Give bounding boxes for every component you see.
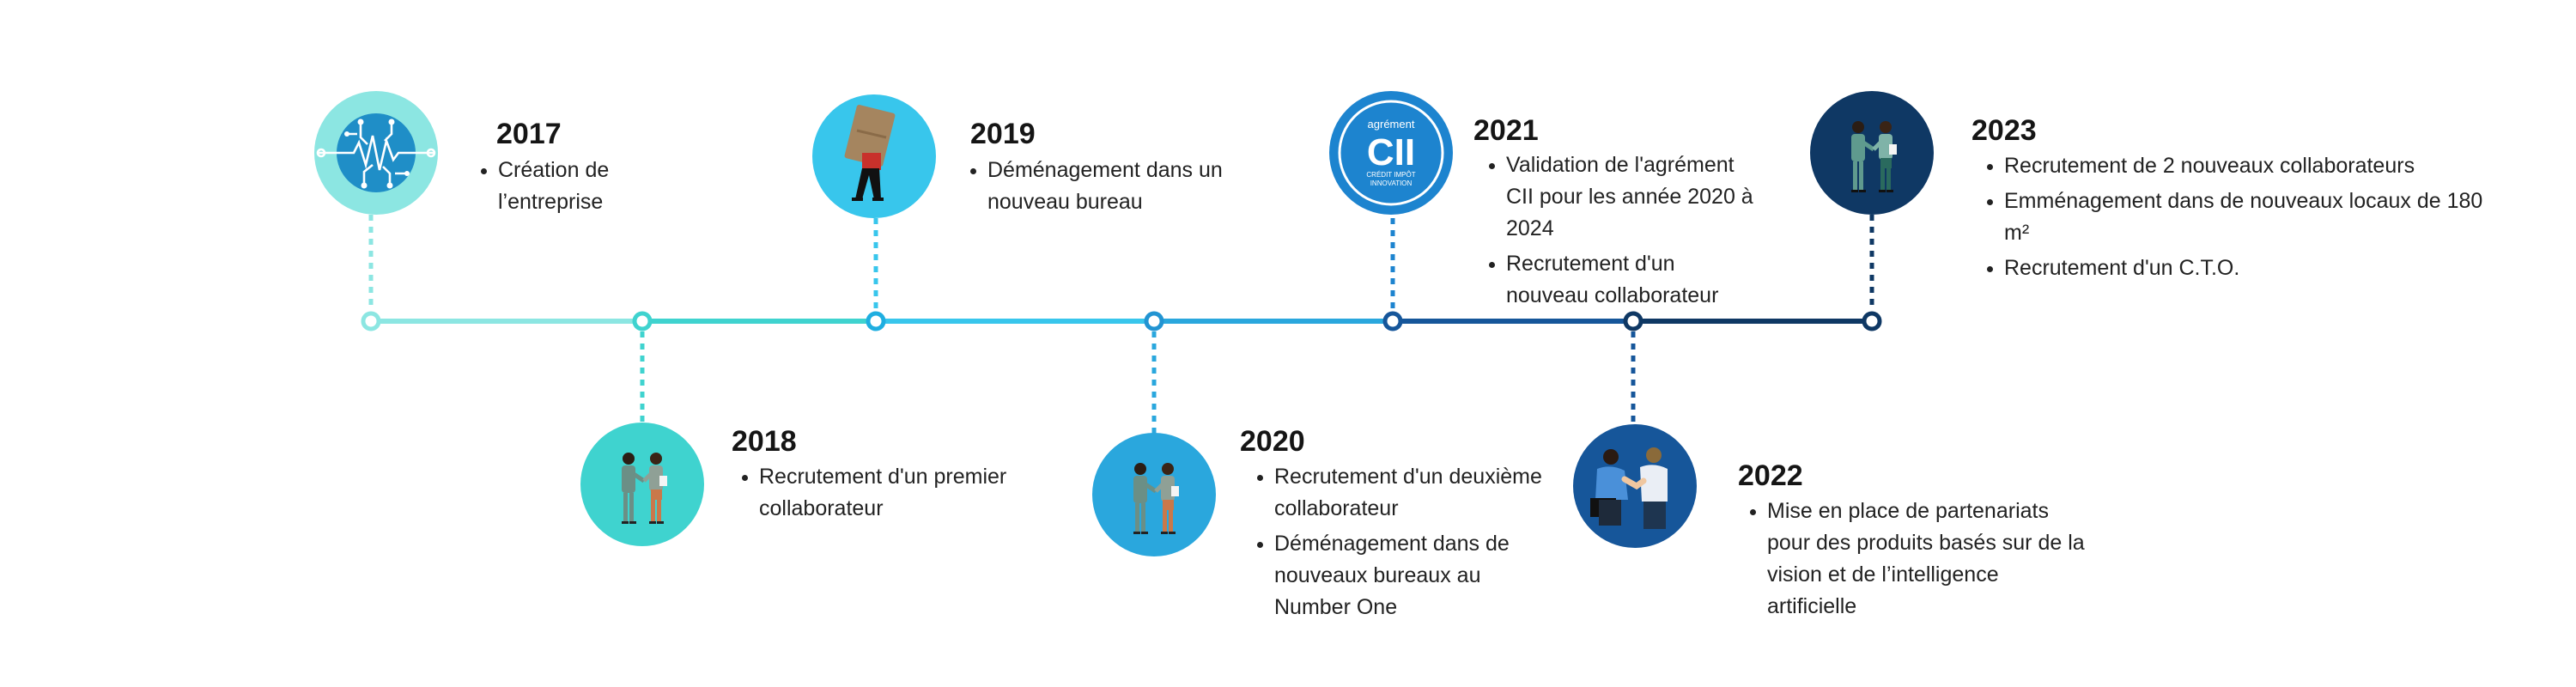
handshake-people-icon [1092, 433, 1216, 556]
node-2018 [632, 311, 653, 331]
event-list: Validation de l'agrément CII pour les an… [1475, 149, 1755, 315]
list-item: Mise en place de partenariats pour des p… [1767, 495, 2093, 623]
node-2020 [1144, 311, 1164, 331]
node-2017 [361, 311, 381, 331]
handshake-people-icon [1810, 91, 1934, 215]
list-item: Emménagement dans de nouveaux locaux de … [2004, 185, 2485, 249]
list-item: Validation de l'agrément CII pour les an… [1506, 149, 1755, 245]
business-handshake-icon [1573, 424, 1697, 548]
list-item: Recrutement d'un C.T.O. [2004, 252, 2485, 284]
cii-seal-icon: agrément CII CRÉDIT IMPÔT INNOVATION [1329, 91, 1453, 215]
event-list: Recrutement d'un deuxième collaborateur … [1243, 461, 1558, 627]
year-label: 2017 [496, 118, 562, 150]
list-item: Déménagement dans de nouveaux bureaux au… [1274, 528, 1558, 623]
node-2022 [1623, 311, 1643, 331]
year-label: 2019 [970, 118, 1036, 150]
event-list: Création de l’entreprise [467, 155, 670, 222]
node-2021 [1382, 311, 1403, 331]
year-label: 2018 [732, 425, 797, 458]
event-list: Déménagement dans un nouveau bureau [957, 155, 1245, 222]
year-label: 2021 [1473, 114, 1539, 147]
seal-bottom-line1: CRÉDIT IMPÔT [1366, 171, 1415, 179]
list-item: Recrutement de 2 nouveaux collaborateurs [2004, 150, 2485, 182]
event-list: Recrutement de 2 nouveaux collaborateurs… [1973, 150, 2485, 288]
year-label: 2020 [1240, 425, 1305, 458]
event-list: Recrutement d'un premier collaborateur [728, 461, 1008, 528]
circuit-icon [314, 91, 438, 215]
node-2023 [1862, 311, 1882, 331]
year-label: 2022 [1738, 459, 1803, 492]
list-item: Création de l’entreprise [498, 155, 670, 218]
year-label: 2023 [1971, 114, 2037, 147]
list-item: Recrutement d'un nouveau collaborateur [1506, 248, 1755, 312]
node-2019 [866, 311, 886, 331]
event-list: Mise en place de partenariats pour des p… [1736, 495, 2093, 626]
seal-bottom-line2: INNOVATION [1370, 179, 1413, 187]
moving-boxes-icon [812, 94, 936, 218]
list-item: Déménagement dans un nouveau bureau [987, 155, 1245, 218]
handshake-people-icon [580, 423, 704, 546]
seal-top-text: agrément [1368, 118, 1415, 131]
list-item: Recrutement d'un deuxième collaborateur [1274, 461, 1558, 525]
seal-main-text: CII [1367, 131, 1415, 173]
list-item: Recrutement d'un premier collaborateur [759, 461, 1008, 525]
